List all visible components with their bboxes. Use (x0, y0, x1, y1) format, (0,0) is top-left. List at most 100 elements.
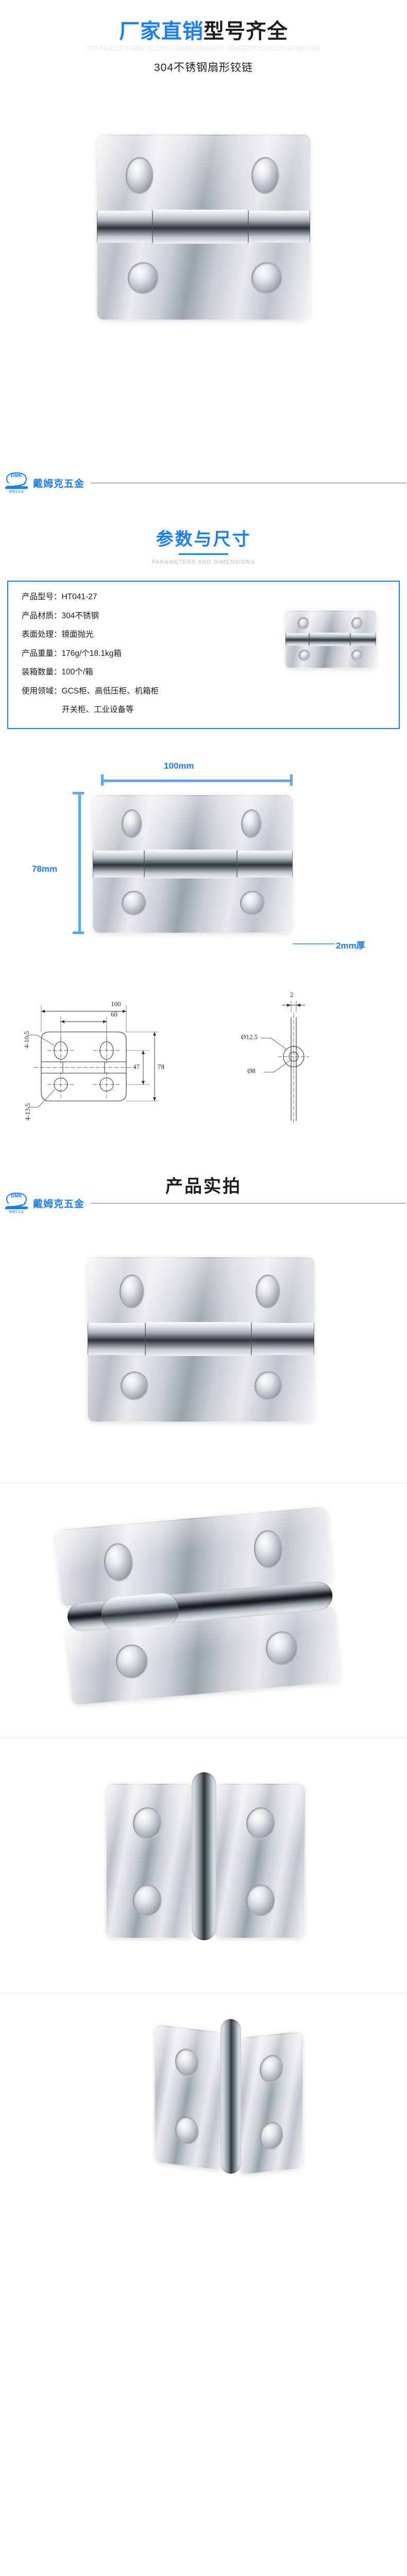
brand-bar-rule (91, 1202, 406, 1204)
section-title-parameters-english: PARAMETERS AND DIMENSIONS (151, 559, 256, 565)
hinge-barrel-segment-mid (309, 633, 350, 646)
spec-label: 产品材质： (22, 611, 62, 620)
hinge-barrel-segment-right (248, 211, 310, 243)
dimension-width-bar (101, 779, 293, 782)
product-subtitle: 304不锈钢扇形铰链 (154, 62, 253, 74)
hinge-leaf-right (214, 1784, 305, 1938)
hinge-barrel-segment-right (237, 851, 293, 877)
hinge-hole-upper-left (103, 1542, 135, 1583)
logo-mark-subtext: 戴姆克五金 (9, 490, 24, 494)
section-title-gallery: 产品实拍 (165, 1177, 242, 1196)
hinge-hole-top-left (126, 157, 154, 194)
hinge-body (285, 611, 376, 668)
spec-value: 100个/箱 (61, 668, 93, 676)
hinge-hole-bottom-left (122, 891, 146, 916)
hinge-barrel-segment-left (285, 633, 309, 646)
logo-mark-subtext: 戴姆克五金 (9, 1211, 24, 1214)
hinge-barrel-segment-mid (145, 1322, 251, 1356)
hinge-perspective-group (155, 2019, 309, 2199)
gallery-photo-3 (0, 1743, 407, 1986)
dmk-logo-icon: DMK 戴姆克五金 (3, 1193, 32, 1214)
spec-value: HT041-27 (61, 592, 97, 601)
spec-value: 176g/个18.1kg箱 (61, 649, 122, 658)
section-underline (179, 553, 228, 555)
page-title-primary: 厂家直销 (119, 20, 204, 43)
page-header: 厂家直销型号齐全 STAINLESS STEEL SLIDING LOAD-BE… (0, 0, 407, 75)
specifications-list: 产品型号：HT041-27 产品材质：304不锈钢 表面处理：镜面抛光 产品重量… (22, 593, 248, 714)
cad-dim-overall-height: 78 (158, 1063, 164, 1071)
spec-row: 表面处理：镜面抛光 (22, 631, 248, 639)
hinge-hole-right-top (246, 1807, 275, 1839)
brand-name: 戴姆克五金 (33, 1198, 85, 1210)
hinge-barrel-segment-right (251, 1323, 314, 1355)
dimension-height-cap-top (73, 792, 84, 794)
cad-dim-overall-width: 100 (111, 1000, 121, 1008)
spec-value: 开关柜、工业设备等 (62, 705, 134, 714)
dimension-height-cap-bottom (73, 931, 84, 934)
dimension-thickness-label: 2mm厚 (336, 941, 365, 951)
technical-drawing-svg (26, 1001, 310, 1125)
dimension-photo: 100mm 78mm 2mm厚 (0, 752, 407, 968)
hinge-leaf-left (155, 2024, 223, 2171)
cad-dim-diameter-small: Ø8 (247, 1067, 256, 1075)
dimension-width-label: 100mm (164, 761, 194, 771)
hinge-barrel-segment-mid (152, 210, 248, 244)
hinge-hole-bottom-left (299, 650, 310, 661)
gallery-photo-1 (0, 1226, 407, 1473)
hinge-hole-bottom-left (128, 262, 159, 294)
hinge-hole-left-bottom (133, 1885, 162, 1917)
hinge-hole-bottom-left (121, 1371, 148, 1400)
spec-value: 镜面抛光 (61, 630, 94, 639)
hinge-hole-right-top (260, 2054, 283, 2084)
section-heading-gallery: 产品实拍 (0, 1172, 407, 1197)
brand-bar-parameters: DMK 戴姆克五金 戴姆克五金 (0, 471, 407, 494)
spec-value: GCS柜、高低压柜、机箱柜 (61, 686, 159, 696)
hinge-hole-top-right (351, 617, 363, 630)
hinge-barrel-segment-left (97, 211, 152, 243)
logo-mark-text: DMK (10, 473, 23, 479)
technical-drawing: 100 60 47 78 4-10.5 4-13.5 2 Ø12.5 Ø8 (0, 975, 407, 1130)
spec-value: 304不锈钢 (61, 611, 99, 620)
dimension-width-cap-left (101, 774, 104, 786)
hinge-hole-top-right (241, 809, 262, 838)
cad-dim-diameter-large: Ø12.5 (241, 1033, 258, 1041)
spec-row: 装箱数量：100个/箱 (22, 668, 248, 676)
hinge-barrel-segment-mid (144, 850, 237, 878)
gallery-photo-4 (0, 1998, 407, 2220)
hinge-hole-left-bottom (175, 2115, 199, 2146)
spec-row: 产品型号：HT041-27 (22, 593, 248, 601)
page-title-english: STAINLESS STEEL SLIDING LOAD-BEARING HIN… (87, 45, 320, 52)
spec-row: 使用领域：GCS柜、高低压柜、机箱柜 (22, 687, 248, 696)
hinge-barrel-segment-left (88, 1323, 145, 1355)
hinge-body (88, 1257, 314, 1422)
brand-bar-gallery: DMK 戴姆克五金 戴姆克五金 (0, 1192, 407, 1214)
hinge-barrel-segment-right (350, 633, 376, 646)
hinge-body (93, 795, 293, 933)
hero-product-photo (0, 75, 407, 384)
spec-label: 产品型号： (22, 592, 62, 601)
cad-callout-slot-holes: 4-10.5 (23, 1031, 30, 1048)
dimension-height-label: 78mm (32, 864, 58, 874)
cad-dim-hole-pitch-x: 60 (111, 1010, 117, 1018)
spec-thumbnail-photo (271, 595, 389, 683)
hinge-hole-left-top (175, 2047, 199, 2078)
spec-row: 产品重量：176g/个18.1kg箱 (22, 649, 248, 658)
dimension-width-cap-right (290, 774, 293, 786)
specifications-panel: 产品型号：HT041-27 产品材质：304不锈钢 表面处理：镜面抛光 产品重量… (7, 581, 400, 729)
section-title-parameters: 参数与尺寸 (156, 530, 251, 549)
cad-dim-thickness: 2 (290, 991, 294, 998)
hinge-body (97, 134, 310, 320)
cad-callout-round-holes: 4-13.5 (24, 1103, 31, 1121)
section-heading-parameters: 参数与尺寸 PARAMETERS AND DIMENSIONS (0, 525, 407, 565)
spec-label: 产品重量： (22, 649, 62, 658)
spec-row: 产品材质：304不锈钢 (22, 612, 248, 620)
hinge-hole-bottom-right (255, 1371, 282, 1400)
hinge-hole-bottom-right (240, 891, 265, 916)
hinge-hole-lower-left (114, 1643, 149, 1680)
hinge-barrel (192, 1772, 216, 1940)
hinge-hole-top-left (122, 809, 142, 838)
page-title: 厂家直销型号齐全 (0, 20, 407, 43)
dmk-logo-icon: DMK 戴姆克五金 (3, 472, 32, 494)
hinge-hole-left-top (133, 1807, 162, 1839)
hinge-barrel (221, 2019, 241, 2174)
